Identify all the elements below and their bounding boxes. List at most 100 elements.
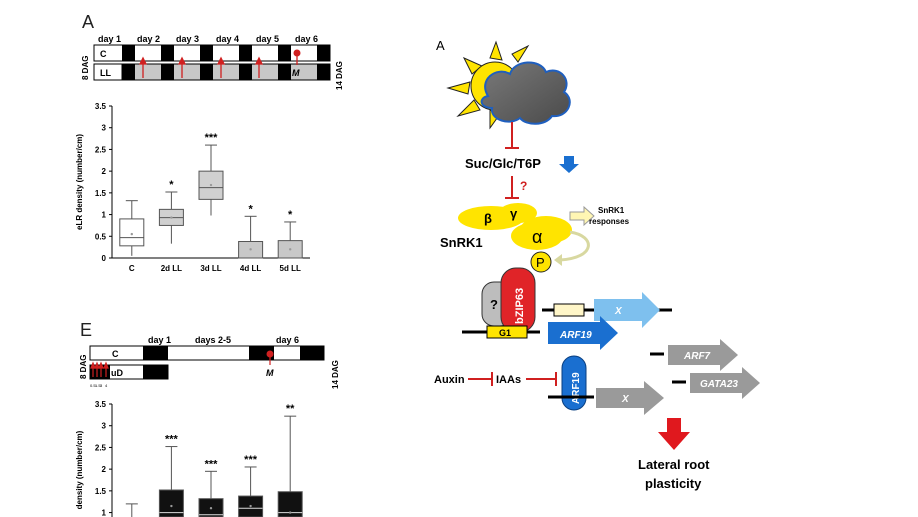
y-tick-label: 2.5 xyxy=(95,145,107,154)
start-label: 8 DAG xyxy=(79,355,88,379)
marker-label: M xyxy=(266,368,274,378)
marker-label: M xyxy=(292,68,300,78)
day-label: day 6 xyxy=(295,34,318,44)
measurement-marker xyxy=(293,49,301,57)
significance-label: ** xyxy=(286,403,295,415)
outcome-line1: Lateral root xyxy=(638,457,710,472)
sampling-arrows xyxy=(90,355,271,377)
left-bottom-panel: E day 1 days 2-5 day 6 C uD 0.5 1.5 3 4 … xyxy=(79,320,340,389)
mean-dot xyxy=(209,507,213,510)
y-tick-label: 3 xyxy=(102,422,107,431)
arf19-protein-label: ARF19 xyxy=(571,372,582,404)
output-arrow-icon xyxy=(658,418,690,450)
snrk1-label: SnRK1 xyxy=(440,235,483,250)
gata23-label: GATA23 xyxy=(700,379,738,390)
responses-label: SnRK1 responses xyxy=(589,206,630,226)
sampling-arrows xyxy=(138,55,298,78)
auxin-label: Auxin xyxy=(434,374,465,386)
y-tick-label: 3.5 xyxy=(95,102,107,111)
g1-element xyxy=(486,325,528,339)
unknown-protein-label: ? xyxy=(490,297,498,312)
significance-label: *** xyxy=(205,458,219,470)
panel-letter: A xyxy=(436,38,445,53)
mean-dot xyxy=(249,248,252,251)
mean-dot xyxy=(130,232,133,236)
tiny-label: 1.5 xyxy=(95,383,101,388)
category-label: 2d LL xyxy=(161,264,182,273)
row-label-c: C xyxy=(100,49,107,59)
responses-arrow-icon xyxy=(569,205,595,227)
panel-letter: A xyxy=(82,12,94,32)
measurement-marker xyxy=(266,350,274,358)
outcome-line2: plasticity xyxy=(645,476,702,491)
p-label: P xyxy=(536,255,545,270)
responses-line: SnRK1 xyxy=(598,206,625,215)
gene-x-arrow xyxy=(594,292,660,328)
y-axis-label: eLR density (number/cm) xyxy=(75,134,84,230)
g1-label: G1 xyxy=(499,328,511,338)
significance-label: * xyxy=(248,203,253,215)
row-label-c: C xyxy=(112,349,119,359)
category-label: 3d LL xyxy=(200,264,221,273)
mean-dot xyxy=(170,216,173,219)
category-label: 4d LL xyxy=(240,264,261,273)
day-label: days 2-5 xyxy=(195,335,231,345)
timeline-row-c xyxy=(89,345,325,361)
y-tick-label: 2 xyxy=(102,167,107,176)
day-label: day 3 xyxy=(176,34,199,44)
category-label: C xyxy=(129,264,135,273)
day-labels-top: day 1 day 2 day 3 day 4 day 5 day 6 xyxy=(98,34,318,44)
row-label-ud: uD xyxy=(111,368,123,378)
y-tick-label: 1.5 xyxy=(95,189,107,198)
y-tick-label: 3.5 xyxy=(95,400,107,409)
y-axis-label: density (number/cm) xyxy=(75,430,84,509)
y-tick-label: 0 xyxy=(102,254,107,263)
end-label: 14 DAG xyxy=(331,360,340,389)
tiny-label: 0.5 xyxy=(90,383,96,388)
cloud-icon xyxy=(480,61,571,125)
arf19-gene-label: ARF19 xyxy=(559,330,592,341)
panel-letter: E xyxy=(80,320,92,340)
end-label: 14 DAG xyxy=(335,61,344,90)
bzip63-label: bZIP63 xyxy=(514,288,526,324)
category-label: 5d LL xyxy=(280,264,301,273)
mean-dot xyxy=(289,248,292,251)
snrk1-complex: β γ α P xyxy=(458,203,572,273)
start-label: 8 DAG xyxy=(81,56,90,80)
day-label: day 6 xyxy=(276,335,299,345)
arf19-gene-arrow xyxy=(548,316,618,350)
y-tick-label: 1 xyxy=(102,211,107,220)
gata23-gene-arrow xyxy=(690,367,760,399)
beta-label: β xyxy=(484,211,492,226)
significance-label: *** xyxy=(205,132,219,144)
significance-label: * xyxy=(169,179,174,191)
row-label-ll: LL xyxy=(100,68,111,78)
arf7-gene-arrow xyxy=(668,339,738,371)
night-blocks-ll xyxy=(122,64,330,80)
day-label: day 1 xyxy=(148,335,171,345)
sugar-label: Suc/Glc/T6P xyxy=(465,156,541,171)
decrease-arrow-icon xyxy=(559,156,579,173)
mean-dot xyxy=(209,183,213,187)
y-tick-label: 0.5 xyxy=(95,232,107,241)
tiny-label: 4 xyxy=(105,383,108,388)
iaas-label: IAAs xyxy=(496,374,521,386)
y-tick-label: 2 xyxy=(102,465,107,474)
gene-x-arrow xyxy=(596,381,664,415)
question-mark: ? xyxy=(520,179,527,193)
day-label: day 2 xyxy=(137,34,160,44)
phospho-p-icon xyxy=(530,251,552,273)
mean-dot xyxy=(170,504,173,508)
y-tick-label: 2.5 xyxy=(95,443,107,452)
x-label: X xyxy=(621,394,630,405)
y-tick-label: 1 xyxy=(102,509,107,517)
alpha-label: α xyxy=(532,227,542,247)
day-label: day 5 xyxy=(256,34,279,44)
night-blocks-c xyxy=(122,45,330,61)
arf7-label: ARF7 xyxy=(683,351,711,362)
mean-dot xyxy=(289,511,292,514)
promoter-box xyxy=(553,303,585,317)
